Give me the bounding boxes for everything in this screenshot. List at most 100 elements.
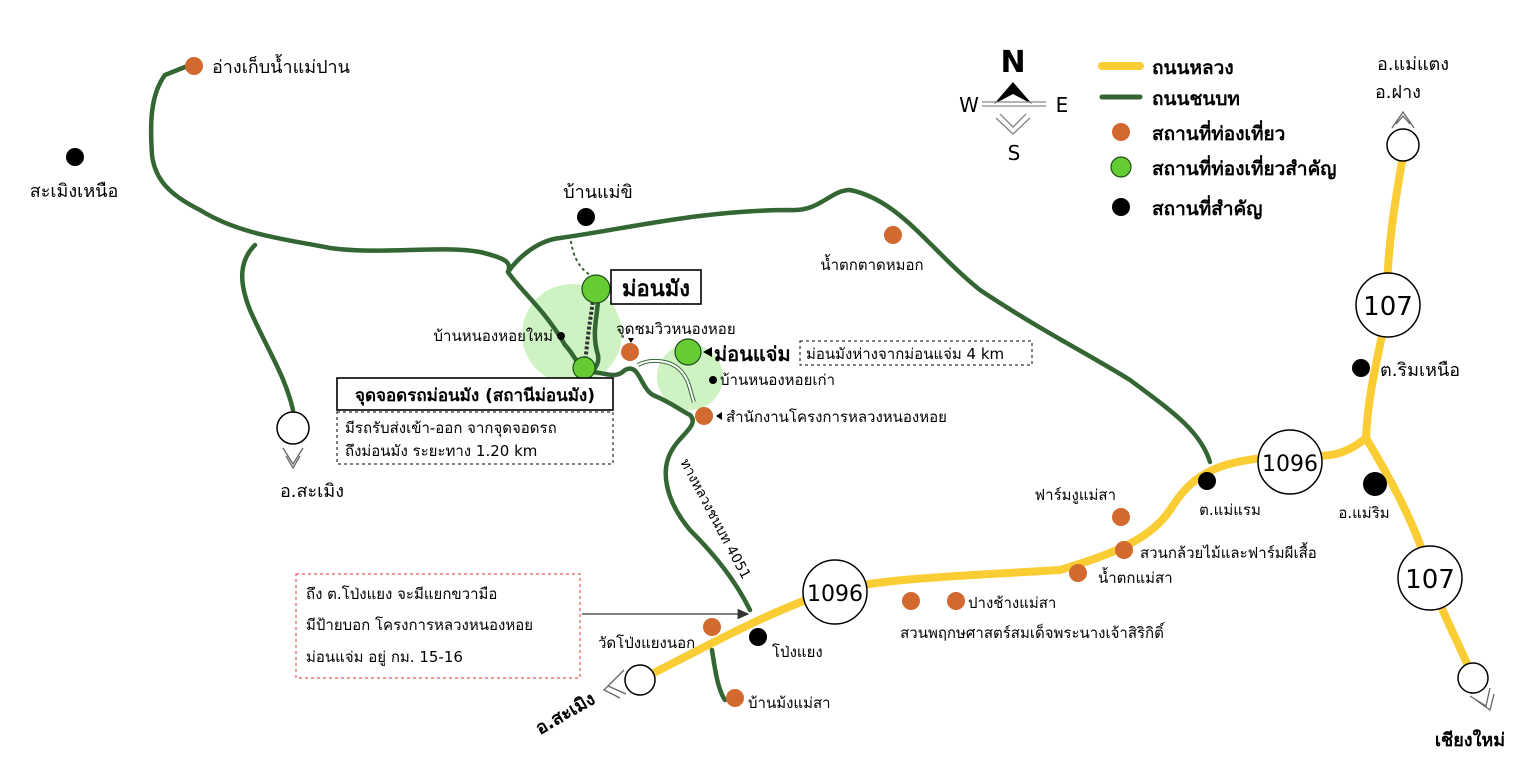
chevron-left-icon xyxy=(602,669,627,699)
label-mon-jam: ม่อนแจ่ม xyxy=(714,342,791,366)
label-chiang-mai: เชียงใหม่ xyxy=(1435,729,1505,751)
mon-jam-area xyxy=(657,344,723,410)
label-ban-mae-khi: บ้านแม่ขิ xyxy=(563,182,633,203)
label-snake-farm: ฟาร์มงูแม่สา xyxy=(1035,486,1116,504)
marker-mae-rim xyxy=(1363,472,1387,496)
marker-nong-hoi-mai xyxy=(557,332,565,340)
shield-1096-east-label: 1096 xyxy=(1262,452,1318,477)
note-shuttle-1: มีรถรับส่งเข้า-ออก จากจุดจอดรถ xyxy=(345,419,557,438)
label-ban-mang: บ้านม้งแม่สา xyxy=(748,694,831,712)
compass-south-icon xyxy=(995,113,1031,135)
compass-n: N xyxy=(1000,45,1025,80)
attraction-markers xyxy=(185,57,1133,707)
legend-landmark-label: สถานที่สำคัญ xyxy=(1152,195,1262,220)
key-attraction-markers xyxy=(572,274,702,380)
label-mae-pan: อ่างเก็บน้ำแม่ปาน xyxy=(212,54,350,78)
shield-107-south xyxy=(1397,545,1463,611)
note-direction-2: มีป้ายบอก โครงการหลวงหนองหอย xyxy=(306,616,533,634)
marker-ban-mae-khi xyxy=(577,208,595,226)
marker-mon-jam xyxy=(674,338,702,366)
compass-w: W xyxy=(959,93,979,117)
marker-mae-pan xyxy=(185,57,203,75)
compass: N W E S xyxy=(959,45,1068,165)
label-mae-rim: อ.แม่ริม xyxy=(1338,504,1389,522)
legend-attraction-swatch xyxy=(1112,123,1130,141)
label-fang: อ.ฝาง xyxy=(1375,82,1421,103)
road-mon-mang-to-mon-jam xyxy=(505,269,753,613)
end-north-107 xyxy=(1386,128,1420,162)
marker-pong-yaeng xyxy=(749,628,767,646)
road-shields: 1096 1096 107 107 xyxy=(802,272,1463,625)
legend-landmark-swatch xyxy=(1112,198,1130,216)
label-samoeng-bottom: อ.สะเมิง xyxy=(532,689,599,740)
note-direction-1: ถึง ต.โป่งแยง จะมีแยกขวามือ xyxy=(306,585,497,603)
label-nong-hoi-mai: บ้านหนองหอยใหม่ xyxy=(434,327,553,345)
shield-1096-west xyxy=(802,559,868,625)
legend-highway-label: ถนนหลวง xyxy=(1152,57,1234,79)
label-rim-nuea: ต.ริมเหนือ xyxy=(1380,360,1460,381)
note-direction-box xyxy=(295,573,581,679)
label-butterfly: สวนกล้วยไม้และฟาร์มผีเสื้อ xyxy=(1140,542,1317,562)
pointer-royal-office xyxy=(716,412,722,420)
pointer-mon-jam xyxy=(703,347,712,357)
legend-key-swatch xyxy=(1110,156,1132,178)
end-samoeng-north xyxy=(276,411,310,445)
legend-attraction-label: สถานที่ท่องเที่ยว xyxy=(1152,120,1285,145)
label-samoeng-nuea: สะเมิงเหนือ xyxy=(30,181,119,202)
shield-1096-west-label: 1096 xyxy=(807,582,863,607)
marker-royal-office xyxy=(695,407,713,425)
label-mae-taeng: อ.แม่แตง xyxy=(1377,54,1449,75)
marker-mae-sa-fall xyxy=(1069,564,1087,582)
notes: ม่อนมังห่างจากม่อนแจ่ม 4 km มีรถรับส่งเข… xyxy=(295,340,1033,679)
marker-tat-mok xyxy=(884,226,902,244)
shield-107-north xyxy=(1355,272,1421,338)
marker-viewpoint xyxy=(621,343,639,361)
road-to-samoeng xyxy=(239,242,296,413)
marker-mon-mang xyxy=(581,274,611,304)
box-parking xyxy=(336,377,614,411)
legend-rural-label: ถนนชนบท xyxy=(1152,88,1240,110)
end-samoeng-south xyxy=(624,664,656,696)
marker-ban-mang xyxy=(726,689,744,707)
marker-botanic xyxy=(902,592,920,610)
marker-parking xyxy=(572,356,596,380)
box-mon-mang xyxy=(610,269,702,305)
label-mae-sa-fall: น้ำตกแม่สา xyxy=(1098,567,1173,587)
marker-rim-nuea xyxy=(1352,359,1370,377)
marker-snake-farm xyxy=(1112,508,1130,526)
note-distance: ม่อนมังห่างจากม่อนแจ่ม 4 km xyxy=(806,345,1004,363)
label-viewpoint: จุดชมวิวหนองหอย xyxy=(616,320,736,339)
label-nong-hoi-kao: บ้านหนองหอยเก่า xyxy=(720,371,835,389)
label-pong-yaeng: โป่งแยง xyxy=(772,643,823,661)
end-chiang-mai xyxy=(1457,662,1489,694)
compass-s: S xyxy=(1008,141,1021,165)
landmark-markers xyxy=(66,148,1387,646)
pointer-viewpoint xyxy=(628,338,634,343)
label-road-4051: ทางหลวงชนบท 4051 xyxy=(676,456,753,582)
label-parking: จุดจอดรถม่อนมัง (สถานีม่อนมัง) xyxy=(355,385,595,406)
mon-jam-lane-inner xyxy=(637,359,695,403)
marker-mae-raem xyxy=(1198,472,1216,490)
shield-1096-east xyxy=(1257,429,1323,495)
note-shuttle-box xyxy=(336,411,614,465)
note-direction-3: ม่อนแจ่ม อยู่ กม. 15-16 xyxy=(306,648,463,666)
note-distance-box xyxy=(799,340,1033,366)
shield-107-south-label: 107 xyxy=(1405,565,1455,595)
chevron-down-icon xyxy=(282,447,304,470)
marker-butterfly xyxy=(1115,541,1133,559)
label-royal-office: สำนักงานโครงการหลวงหนองหอย xyxy=(726,408,947,426)
label-elephant: ปางช้างแม่สา xyxy=(968,594,1056,612)
label-tat-mok: น้ำตกตาดหมอก xyxy=(820,254,923,274)
trail-ban-mae-khi xyxy=(569,234,591,276)
compass-north-icon xyxy=(994,82,1032,104)
key-place-labels: ม่อนมัง ม่อนแจ่ม จุดจอดรถม่อนมัง (สถานีม… xyxy=(336,269,791,411)
note-shuttle-2: ถึงม่อนมัง ระยะทาง 1.20 km xyxy=(345,442,537,460)
road-to-mae-pan xyxy=(148,62,512,275)
label-mae-raem: ต.แม่แรม xyxy=(1199,501,1261,519)
label-mon-mang: ม่อนมัง xyxy=(622,277,690,302)
chevron-up-icon xyxy=(1391,110,1415,129)
label-botanic: สวนพฤกษศาสตร์สมเด็จพระนางเจ้าสิริกิติ์ xyxy=(900,622,1166,642)
road-north-loop xyxy=(505,187,1213,465)
legend-key-label: สถานที่ท่องเที่ยวสำคัญ xyxy=(1152,155,1336,180)
